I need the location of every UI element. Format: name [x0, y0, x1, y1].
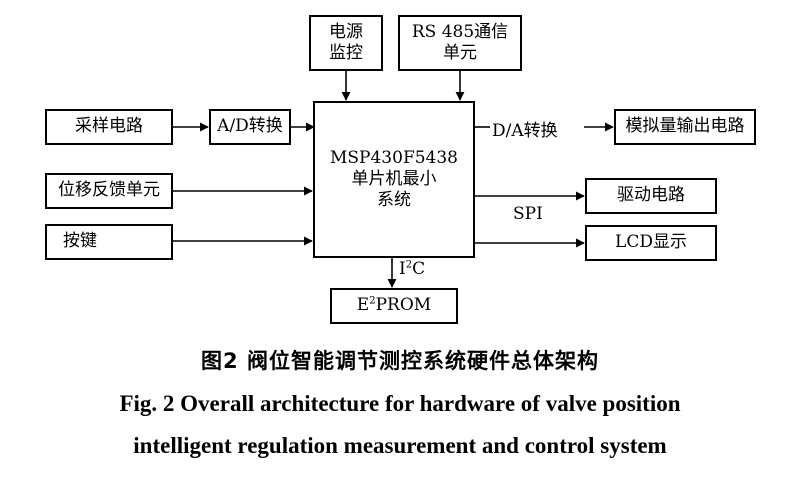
eeprom-label: E2PROM	[357, 295, 431, 316]
caption-english-line2: intelligent regulation measurement and c…	[133, 433, 667, 458]
feedback-unit-block: 位移反馈单元	[45, 173, 173, 209]
power-monitor-line1: 电源	[329, 21, 363, 42]
eeprom-sup: 2	[369, 295, 376, 307]
mcu-line1: MSP430F5438	[330, 147, 458, 168]
caption-english-line1: Fig. 2 Overall architecture for hardware…	[119, 391, 681, 416]
mcu-block: MSP430F5438 单片机最小 系统	[313, 101, 475, 258]
power-monitor-block: 电源 监控	[309, 15, 383, 71]
analog-output-label: 模拟量输出电路	[625, 116, 745, 137]
connector-lines	[172, 70, 614, 288]
spi-label: SPI	[513, 204, 543, 224]
i2c-suffix: C	[412, 259, 426, 279]
i2c-sup: 2	[405, 259, 413, 271]
lcd-display-block: LCD显示	[585, 225, 717, 261]
i2c-label: I2C	[399, 259, 425, 279]
drive-circuit-block: 驱动电路	[585, 178, 717, 214]
mcu-line3: 系统	[377, 190, 411, 211]
analog-output-block: 模拟量输出电路	[614, 109, 756, 145]
power-monitor-line2: 监控	[329, 43, 363, 63]
rs485-line1: RS 485通信	[411, 21, 509, 42]
rs485-block: RS 485通信 单元	[398, 15, 522, 71]
key-label: 按键	[63, 231, 97, 252]
caption-chinese: 图2 阀位智能调节测控系统硬件总体架构	[201, 349, 599, 373]
da-converter-label: D/A转换	[492, 121, 558, 141]
feedback-unit-label: 位移反馈单元	[58, 180, 160, 201]
eeprom-block: E2PROM	[330, 288, 458, 324]
sampling-circuit-label: 采样电路	[75, 116, 143, 137]
ad-converter-label: A/D转换	[217, 116, 283, 137]
lcd-display-label: LCD显示	[615, 232, 687, 253]
eeprom-prefix: E	[356, 295, 370, 316]
drive-circuit-label: 驱动电路	[617, 185, 685, 206]
key-block: 按键	[45, 224, 173, 260]
rs485-line2: 单元	[443, 43, 477, 63]
ad-converter-block: A/D转换	[209, 109, 291, 145]
sampling-circuit-block: 采样电路	[45, 109, 173, 145]
eeprom-suffix: PROM	[375, 295, 432, 316]
i2c-prefix: I	[399, 259, 406, 279]
mcu-line2: 单片机最小	[351, 168, 437, 189]
